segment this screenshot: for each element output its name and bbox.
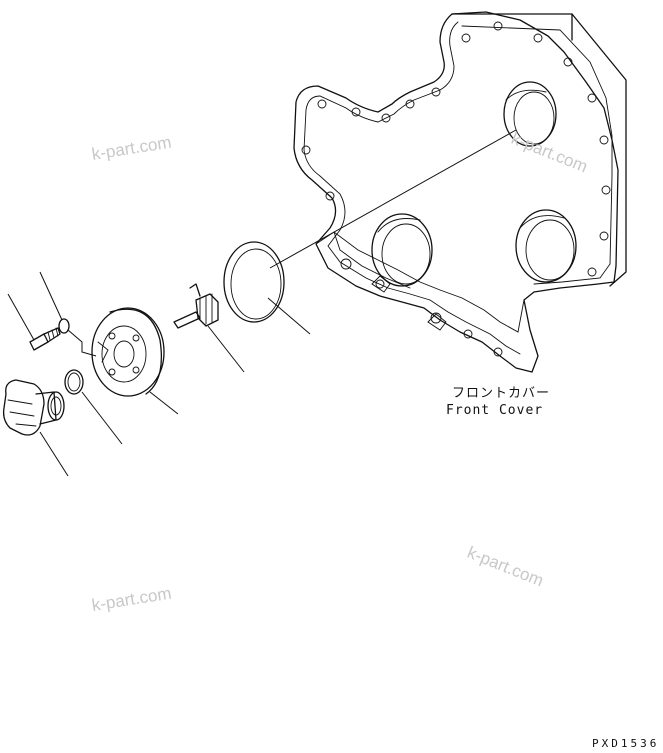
front-cover-seal-ring (223, 241, 285, 323)
bolt (29, 327, 61, 351)
front-cover-label-en: Front Cover (446, 403, 544, 418)
leader-lines (7, 129, 517, 477)
spring-washer (58, 318, 70, 334)
front-cover-housing (293, 11, 627, 373)
small-o-ring (64, 369, 84, 395)
front-cover-label-jp: フロントカバー (452, 386, 551, 401)
drawing-code: PXD1536 (592, 737, 660, 750)
sensor-fitting (2, 379, 65, 436)
drive-shaft-part (173, 283, 219, 329)
pulley-damper (91, 307, 165, 397)
